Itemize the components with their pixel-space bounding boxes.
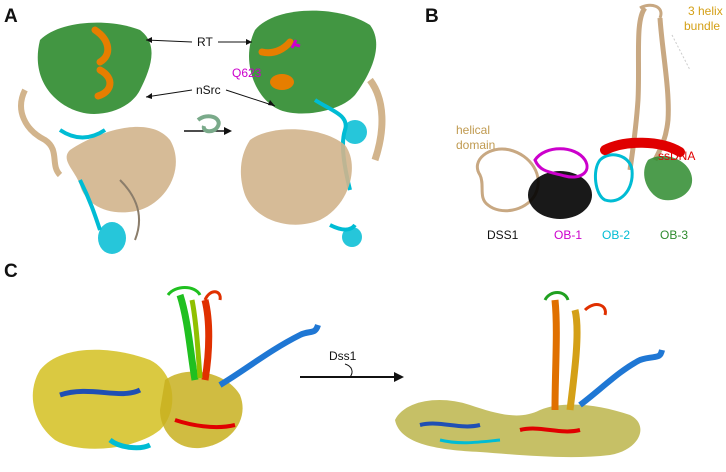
helix-bundle-label-1: 3 helix <box>688 4 723 18</box>
panel-a-letter: A <box>4 6 18 27</box>
panel-a: A RT nSrc <box>4 6 386 254</box>
helical-domain-label-1: helical <box>456 123 490 137</box>
nsrc-arrow-right <box>225 89 276 107</box>
ensemble-right <box>395 291 665 458</box>
rotation-arrow <box>184 114 232 135</box>
structure-a-right <box>240 10 386 247</box>
structure-b <box>476 3 693 219</box>
dss1-region <box>528 171 592 219</box>
ob3-label: OB-3 <box>660 228 688 242</box>
dss1-arrow: Dss1 <box>300 349 404 382</box>
helix-bundle-label-2: bundle <box>684 19 720 33</box>
helical-domain-label-2: domain <box>456 138 495 152</box>
nsrc-label: nSrc <box>196 83 221 97</box>
nsrc-arrow-left <box>145 89 193 98</box>
rt-label: RT <box>197 35 213 49</box>
panel-c: C Dss1 <box>4 261 665 458</box>
panel-c-letter: C <box>4 261 18 282</box>
panel-b: B 3 helix bundle helical domain ssDNA DS… <box>425 3 723 242</box>
dss1-label: DSS1 <box>487 228 519 242</box>
ssdna-label: ssDNA <box>658 149 695 163</box>
ob1-label: OB-1 <box>554 228 582 242</box>
q623-label: Q623 <box>232 66 262 80</box>
rt-arrow-left <box>145 39 193 43</box>
ensemble-left <box>32 286 321 451</box>
structure-a-left <box>18 22 176 254</box>
dss1-arrow-label: Dss1 <box>329 349 357 363</box>
panel-b-letter: B <box>425 6 439 27</box>
ssdna-strand <box>600 137 685 157</box>
ob2-label: OB-2 <box>602 228 630 242</box>
